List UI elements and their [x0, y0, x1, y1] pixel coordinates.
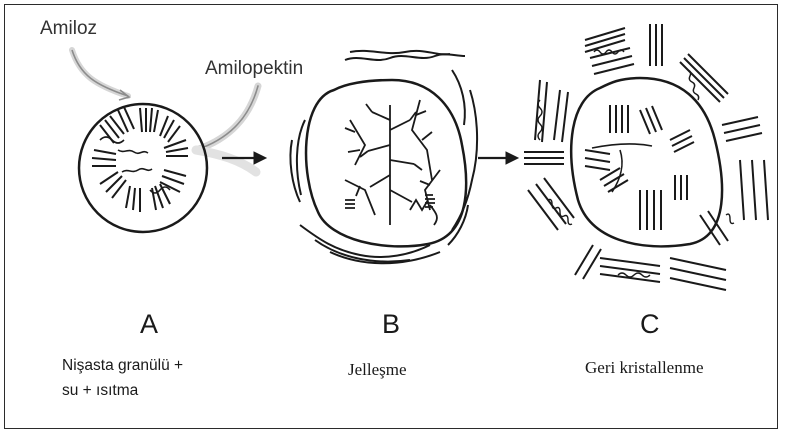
crystals-c — [524, 24, 768, 290]
arrow-b-to-c — [478, 152, 518, 164]
stage-c-caption: Geri kristallenme — [585, 358, 704, 378]
granule-a — [79, 104, 207, 232]
amiloz-callout-line — [72, 50, 128, 96]
stage-a-letter: A — [140, 309, 158, 340]
amilopektin-label: Amilopektin — [205, 58, 303, 80]
stage-c-letter: C — [640, 309, 660, 340]
stage-a-caption-line1: Nişasta granülü + — [62, 355, 183, 377]
stage-a-caption-line2: su + ısıtma — [62, 380, 138, 402]
gel-b — [290, 51, 477, 263]
stage-b-letter: B — [382, 309, 400, 340]
amiloz-label: Amiloz — [40, 18, 97, 40]
stage-b-caption: Jelleşme — [348, 360, 407, 380]
